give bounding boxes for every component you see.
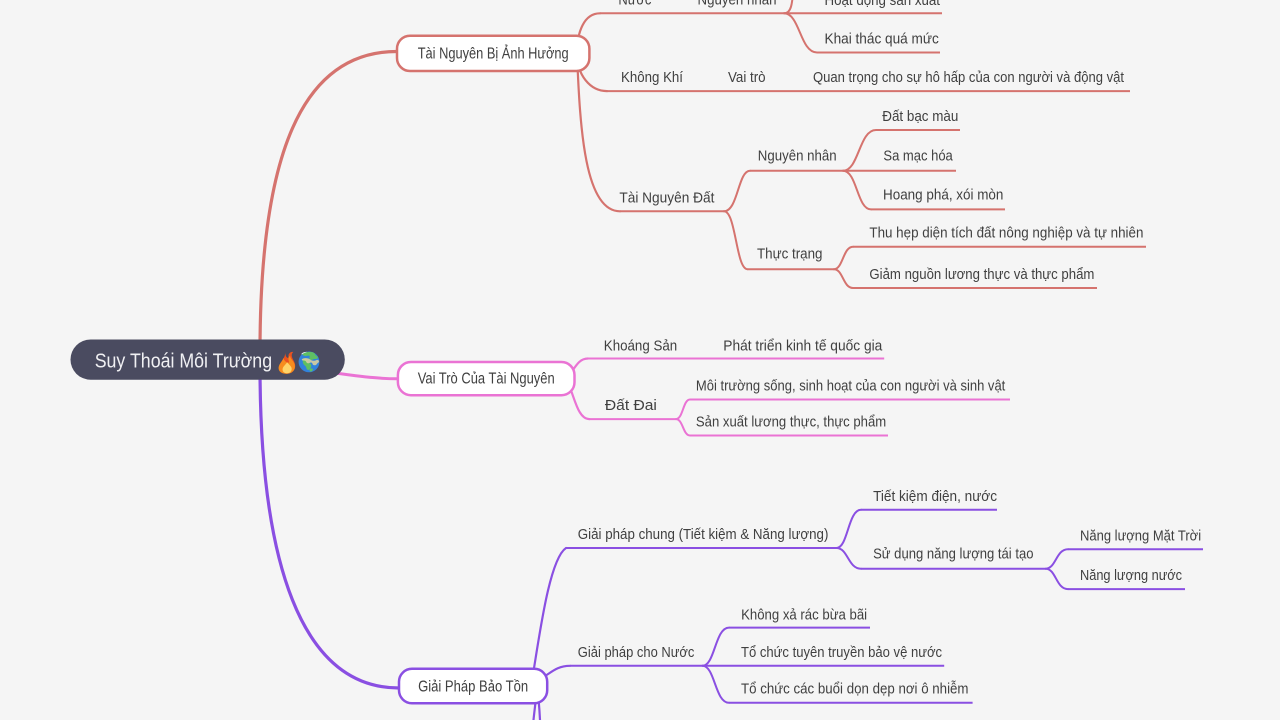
svg-text:Sử dụng năng lượng tái tạo: Sử dụng năng lượng tái tạo xyxy=(873,546,1033,563)
svg-text:Đất Đai: Đất Đai xyxy=(605,397,657,414)
svg-text:Nước: Nước xyxy=(618,0,651,9)
svg-text:Tài Nguyên Đất: Tài Nguyên Đất xyxy=(619,189,715,206)
svg-text:Khoáng Sản: Khoáng Sản xyxy=(604,337,677,354)
svg-text:Tiết kiệm điện, nước: Tiết kiệm điện, nước xyxy=(873,488,997,505)
svg-text:Tài Nguyên Bị Ảnh Hưởng: Tài Nguyên Bị Ảnh Hưởng xyxy=(418,46,569,63)
svg-text:Phát triển kinh tế quốc gia: Phát triển kinh tế quốc gia xyxy=(723,337,883,354)
svg-text:Hoạt động sản xuất: Hoạt động sản xuất xyxy=(825,0,941,9)
svg-text:Quan trọng cho sự hô hấp của c: Quan trọng cho sự hô hấp của con người v… xyxy=(813,69,1125,86)
svg-text:Giải pháp cho Nước: Giải pháp cho Nước xyxy=(578,644,695,661)
svg-text:Môi trường sống, sinh hoạt của: Môi trường sống, sinh hoạt của con người… xyxy=(696,378,1006,395)
svg-text:Khai thác quá mức: Khai thác quá mức xyxy=(825,31,940,48)
svg-text:Sản xuất lương thực, thực phẩm: Sản xuất lương thực, thực phẩm xyxy=(696,414,886,431)
svg-text:Năng lượng nước: Năng lượng nước xyxy=(1080,567,1182,584)
svg-text:Năng lượng Mặt Trời: Năng lượng Mặt Trời xyxy=(1080,528,1201,545)
svg-text:Nguyên nhân: Nguyên nhân xyxy=(698,0,777,9)
svg-text:Vai trò: Vai trò xyxy=(728,69,766,86)
svg-text:Không xả rác bừa bãi: Không xả rác bừa bãi xyxy=(741,607,867,624)
svg-text:Giải Pháp Bảo Tồn: Giải Pháp Bảo Tồn xyxy=(418,678,528,695)
svg-text:Suy Thoái Môi Trường: Suy Thoái Môi Trường xyxy=(95,351,272,373)
svg-text:Vai Trò Của Tài Nguyên: Vai Trò Của Tài Nguyên xyxy=(418,371,555,388)
svg-text:Giảm nguồn lương thực và thực: Giảm nguồn lương thực và thực phẩm xyxy=(869,266,1094,283)
svg-text:Thu hẹp diện tích đất nông ngh: Thu hẹp diện tích đất nông nghiệp và tự … xyxy=(869,225,1143,242)
svg-text:Giải pháp chung (Tiết kiệm & N: Giải pháp chung (Tiết kiệm & Năng lượng) xyxy=(578,526,829,543)
svg-text:Không Khí: Không Khí xyxy=(621,69,684,86)
svg-text:Nguyên nhân: Nguyên nhân xyxy=(758,148,837,165)
svg-text:Thực trạng: Thực trạng xyxy=(757,245,823,262)
svg-text:Tổ chức các buổi dọn dẹp nơi ô: Tổ chức các buổi dọn dẹp nơi ô nhiễm xyxy=(741,681,969,698)
svg-text:Đất bạc màu: Đất bạc màu xyxy=(882,108,958,125)
svg-text:Tổ chức tuyên truyền bảo vệ nư: Tổ chức tuyên truyền bảo vệ nước xyxy=(741,644,943,661)
svg-text:Sa mạc hóa: Sa mạc hóa xyxy=(883,148,953,165)
svg-text:Hoang phá, xói mòn: Hoang phá, xói mòn xyxy=(883,187,1003,204)
